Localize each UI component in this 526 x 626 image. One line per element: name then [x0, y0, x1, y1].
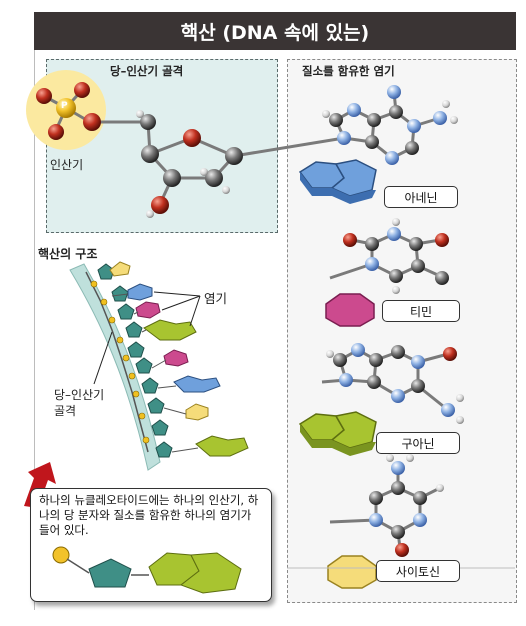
carbon-atom — [411, 259, 425, 273]
nitrogen-atom — [407, 119, 421, 133]
phosphate-ball — [52, 546, 70, 564]
frame-border — [34, 50, 35, 610]
hydrogen-atom — [456, 394, 464, 402]
nitrogen-atom — [441, 403, 455, 417]
carbon-atom — [329, 113, 343, 127]
base-pointer-label: 염기 — [204, 291, 228, 306]
oxygen-atom — [395, 543, 409, 557]
nitrogen-atom — [385, 151, 399, 165]
nucleotide-chain — [85, 271, 149, 453]
carbon-atom — [333, 353, 347, 367]
nitrogen-atom — [369, 513, 383, 527]
nitrogen-atom — [387, 85, 401, 99]
guanine-shape — [298, 411, 377, 456]
cytosine-bonds — [329, 470, 441, 549]
backbone-pointer-label-1: 당–인산기 — [54, 388, 105, 402]
thymine-shape — [325, 293, 375, 327]
oxygen-atom — [83, 113, 101, 131]
phosphorus-atom — [56, 98, 76, 118]
oxygen-atom — [343, 233, 357, 247]
nitrogen-atom — [387, 227, 401, 241]
carbon-atom — [389, 269, 403, 283]
carbon-atom — [391, 345, 405, 359]
adenine-bonds — [334, 91, 441, 160]
nitrogen-atom — [433, 111, 447, 125]
nitrogen-atom — [351, 343, 365, 357]
carbon-atom — [205, 169, 223, 187]
oxygen-atom — [151, 196, 169, 214]
sugar-pentagon — [88, 558, 132, 588]
nitrogen-atom — [391, 389, 405, 403]
phosphorus-label: P — [61, 101, 68, 111]
hydrogen-atom — [450, 116, 458, 124]
hydrogen-atom — [392, 218, 400, 226]
hydrogen-atom — [442, 100, 450, 108]
carbon-atom — [369, 353, 383, 367]
base-panel — [287, 59, 517, 603]
oxygen-atom — [183, 129, 201, 147]
oxygen-atom — [443, 347, 457, 361]
base-label-guanine: 구아닌 — [376, 432, 460, 454]
hydrogen-atom — [222, 186, 230, 194]
backbone-strip — [69, 263, 161, 471]
oxygen-atom — [36, 88, 52, 104]
carbon-atom — [391, 525, 405, 539]
info-box: 하나의 뉴클레오타이드에는 하나의 인산기, 하나의 당 분자와 질소를 함유한… — [30, 488, 272, 602]
nitrogen-atom — [411, 355, 425, 369]
nitrogen-atom — [365, 257, 379, 271]
nucleotide-illustration — [52, 546, 242, 594]
oxygen-atom — [74, 82, 90, 98]
carbon-atom — [435, 271, 449, 285]
hydrogen-atom — [322, 110, 330, 118]
hydrogen-atom — [406, 454, 414, 462]
adenine-shape — [298, 159, 377, 204]
hydrogen-atom — [200, 168, 208, 176]
carbon-atom — [141, 145, 159, 163]
base-ring-2 — [179, 552, 242, 594]
cytosine-shape — [327, 555, 377, 589]
hydrogen-atom — [146, 210, 154, 218]
hydrogen-atom — [136, 110, 144, 118]
carbon-atom — [409, 237, 423, 251]
hydrogen-atom — [436, 484, 444, 492]
nitrogen-atom — [413, 513, 427, 527]
base-label-thymine: 티민 — [382, 300, 460, 322]
phosphate-label: 인산기 — [50, 158, 84, 172]
base-label-adenine: 아네닌 — [384, 186, 458, 208]
carbon-atom — [140, 114, 156, 130]
structure-title: 핵산의 구조 — [38, 247, 98, 261]
carbon-atom — [163, 169, 181, 187]
nitrogen-atom — [337, 131, 351, 145]
carbon-atom — [365, 237, 379, 251]
carbon-atom — [411, 379, 425, 393]
oxygen-atom — [435, 233, 449, 247]
carbon-atom — [367, 375, 381, 389]
phosphate-dots — [90, 280, 150, 444]
nucleotide-units — [97, 261, 249, 458]
hydrogen-atom — [326, 350, 334, 358]
nitrogen-atom — [339, 373, 353, 387]
leader-lines — [93, 291, 201, 385]
carbon-atom — [413, 491, 427, 505]
hydrogen-atom — [456, 416, 464, 424]
oxygen-atom — [48, 124, 64, 140]
page-title: 핵산 (DNA 속에 있는) — [34, 12, 516, 50]
hydrogen-atom — [392, 286, 400, 294]
nitrogen-atom — [391, 461, 405, 475]
carbon-atom — [389, 105, 403, 119]
nitrogen-atom — [347, 103, 361, 117]
base-label-cytosine: 사이토신 — [376, 560, 460, 582]
carbon-atom — [405, 141, 419, 155]
carbon-atom — [369, 491, 383, 505]
info-text: 하나의 뉴클레오타이드에는 하나의 인산기, 하나의 당 분자와 질소를 함유한… — [39, 493, 259, 537]
backbone-pointer-label-2: 골격 — [54, 404, 77, 418]
carbon-atom — [391, 481, 405, 495]
carbon-atom — [365, 135, 379, 149]
carbon-atom — [225, 147, 243, 165]
base-panel-title: 질소를 함유한 염기 — [302, 64, 395, 78]
backbone-title: 당–인산기 골격 — [110, 64, 184, 78]
carbon-atom — [367, 113, 381, 127]
hydrogen-atom — [386, 454, 394, 462]
